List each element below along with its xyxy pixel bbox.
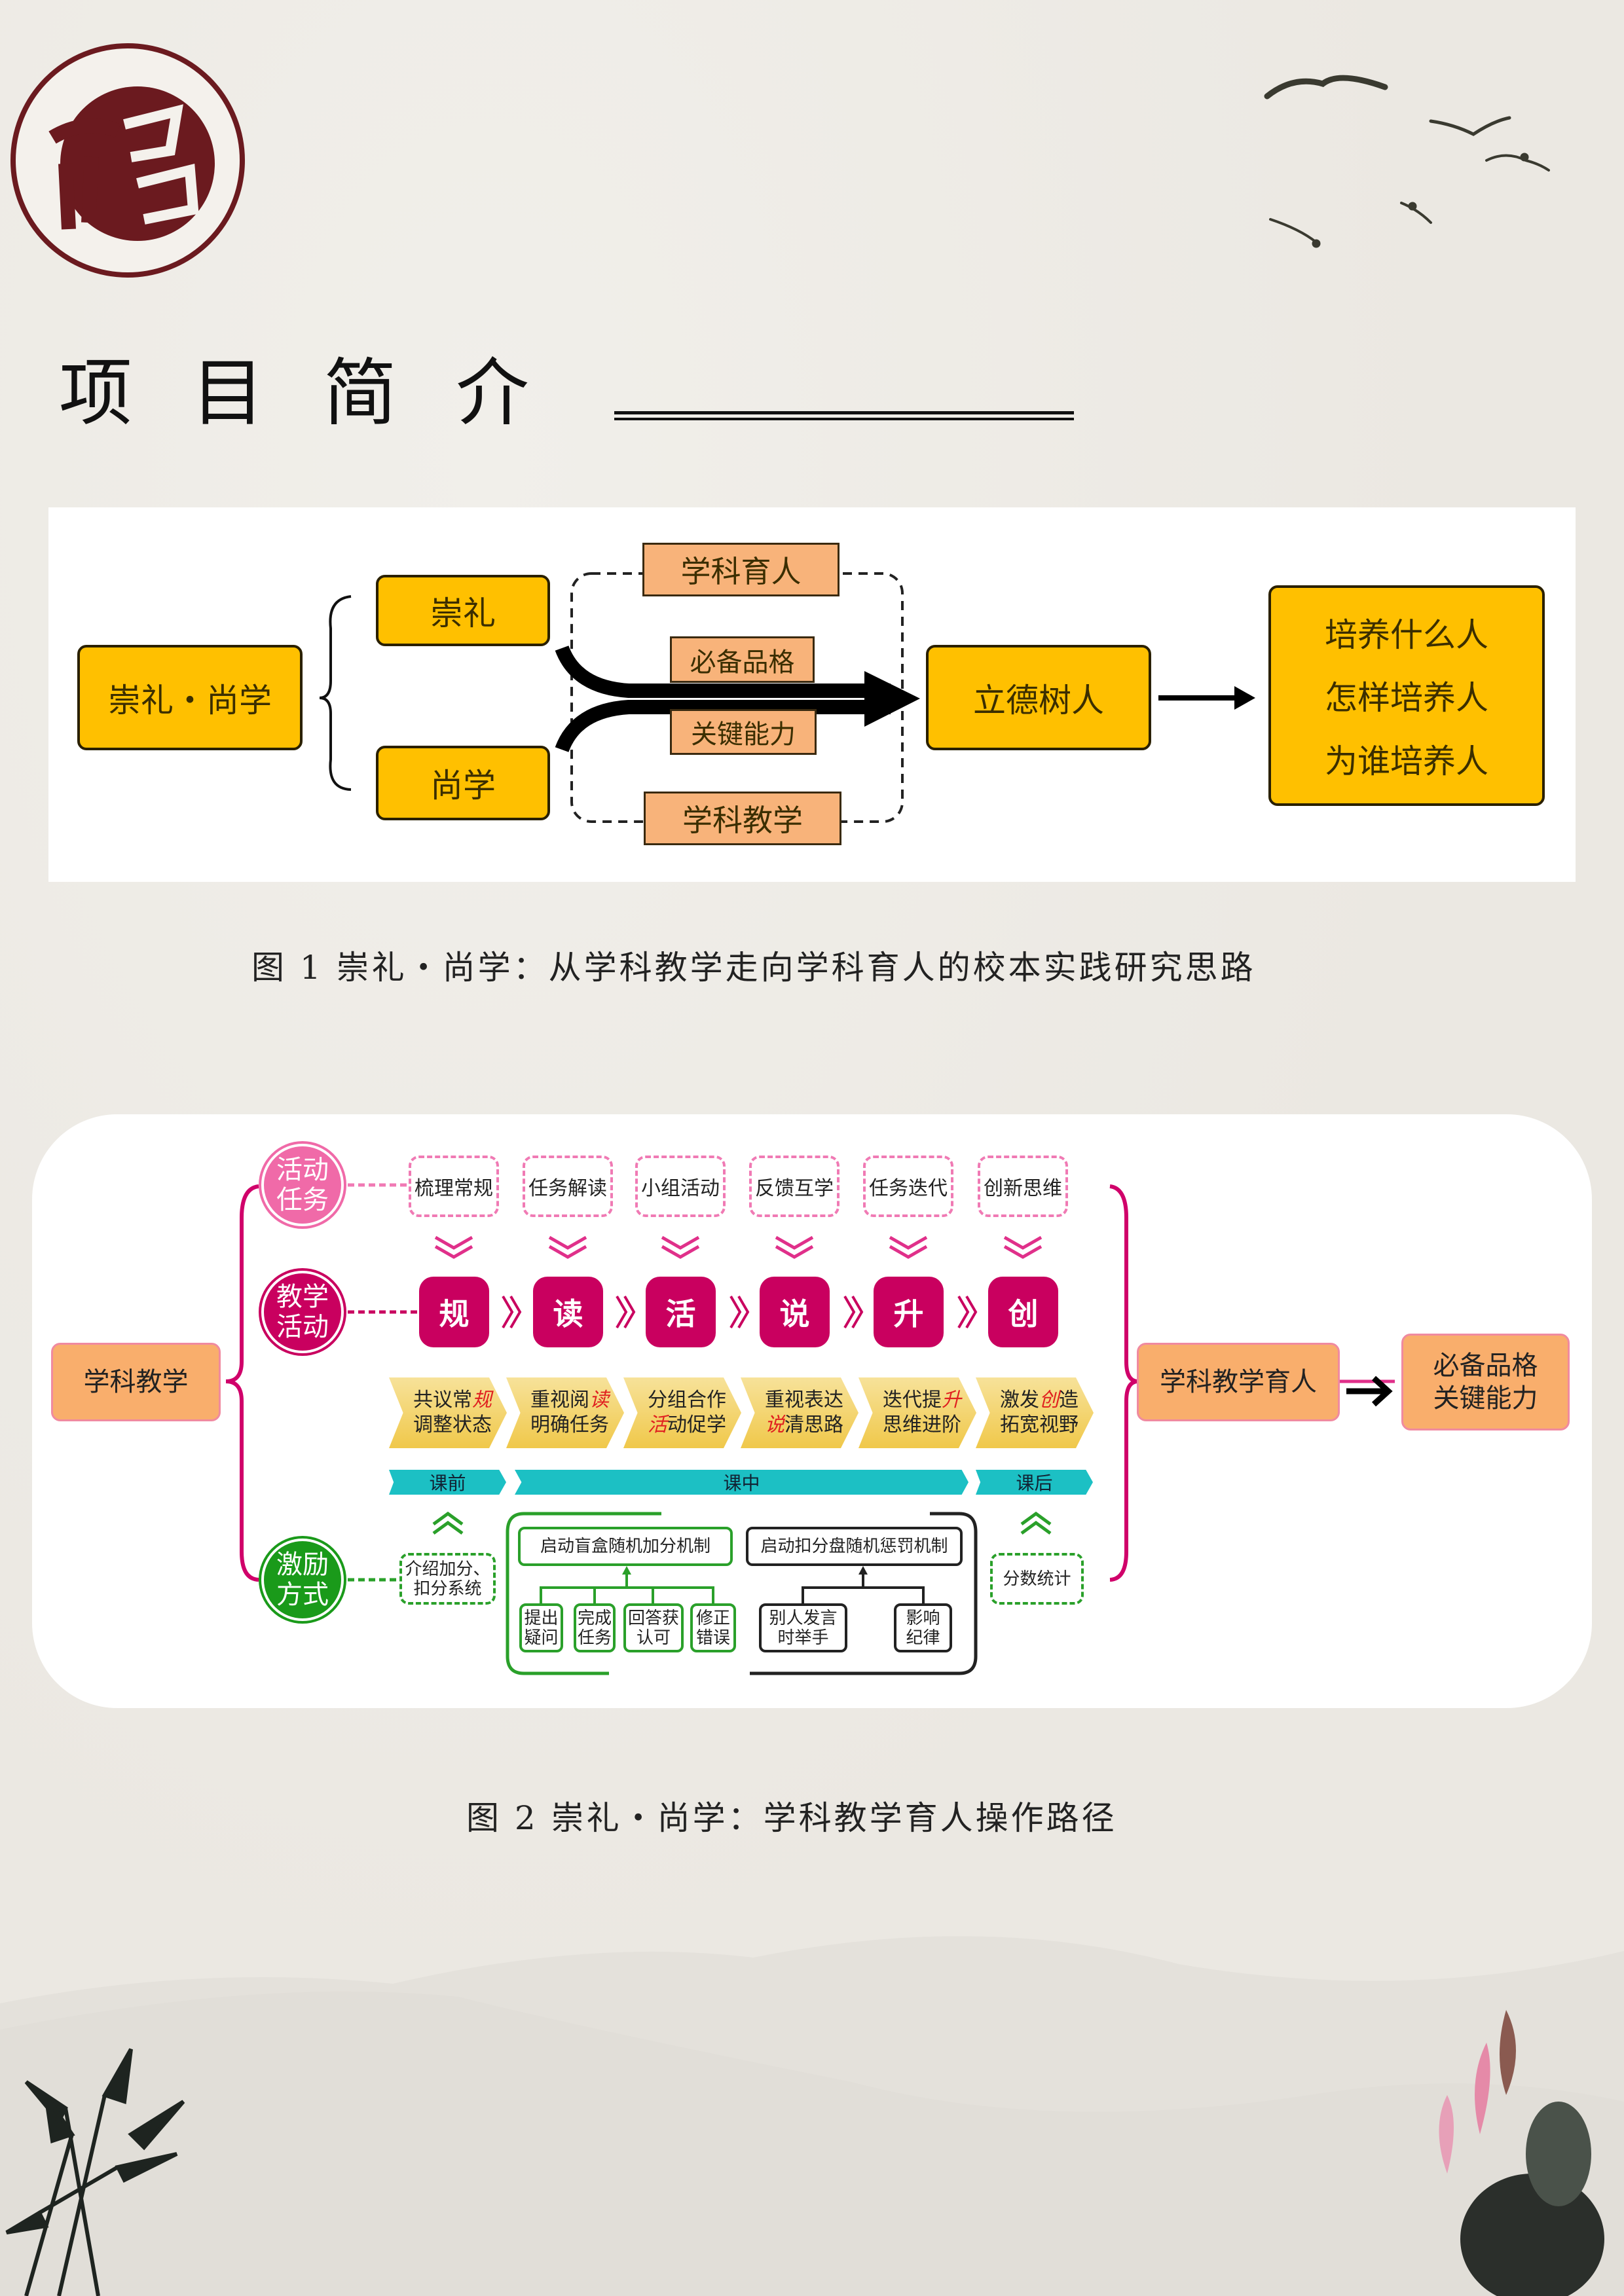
reward-mechanism-box: 启动盲盒随机加分机制	[518, 1527, 733, 1566]
figure2-caption: 图 2 崇礼・尚学：学科教学育人操作路径	[466, 1799, 1117, 1837]
goal-arrow: 分组合作 活动促学	[623, 1377, 741, 1448]
step-box: 升	[874, 1277, 944, 1347]
step-box: 创	[988, 1277, 1058, 1347]
question-what: 培养什么人	[1325, 616, 1488, 655]
school-logo	[7, 39, 249, 282]
lotus-illustration	[1439, 2010, 1604, 2296]
penalty-item: 别人发言时举手	[759, 1603, 847, 1652]
fig1-arrow-label-character: 必备品格	[670, 636, 815, 683]
fig1-top-label: 学科育人	[642, 543, 840, 596]
circle-teaching-activity: 教学活动	[261, 1271, 344, 1353]
result-box: 必备品格 关键能力	[1401, 1334, 1570, 1430]
task-box: 任务解读	[523, 1156, 613, 1217]
task-box: 反馈互学	[749, 1156, 840, 1217]
fig1-branch-shangxue: 尚学	[376, 746, 550, 820]
reward-item: 提出疑问	[519, 1603, 563, 1652]
goal-arrow: 共议常规 调整状态	[389, 1377, 507, 1448]
result-line: 必备品格	[1433, 1351, 1538, 1381]
step-box: 读	[533, 1277, 603, 1347]
step-box: 规	[419, 1277, 489, 1347]
bamboo-illustration	[5, 2048, 185, 2296]
goal-arrow: 激发创造 拓宽视野	[976, 1377, 1094, 1448]
title-underline	[614, 411, 1074, 420]
task-box: 任务迭代	[863, 1156, 953, 1217]
task-box: 小组活动	[635, 1156, 726, 1217]
fig1-arrow-label-ability: 关键能力	[670, 709, 817, 755]
question-how: 怎样培养人	[1325, 679, 1488, 718]
task-box: 创新思维	[978, 1156, 1068, 1217]
fig1-bottom-label: 学科教学	[644, 792, 841, 845]
penalty-mechanism-box: 启动扣分盘随机惩罚机制	[746, 1527, 963, 1566]
logo-seal-icon	[10, 43, 245, 278]
question-for-whom: 为谁培养人	[1325, 742, 1488, 780]
circle-incentive: 激励方式	[261, 1539, 344, 1621]
penalty-item: 影响纪律	[894, 1603, 952, 1652]
phase-in-class: 课中	[515, 1470, 969, 1495]
score-stats-box: 分数统计	[990, 1553, 1084, 1605]
result-line: 关键能力	[1433, 1383, 1538, 1413]
phase-before-class: 课前	[389, 1470, 506, 1495]
fig1-target-box: 立德树人	[926, 645, 1151, 750]
birds-illustration	[1264, 75, 1550, 248]
fig1-questions-box: 培养什么人 怎样培养人 为谁培养人	[1268, 585, 1545, 806]
step-box: 活	[646, 1277, 716, 1347]
outcome-box: 学科教学育人	[1137, 1343, 1340, 1421]
figure1-caption: 图 1 崇礼・尚学：从学科教学走向学科育人的校本实践研究思路	[251, 949, 1256, 987]
circle-activity-task: 活动任务	[261, 1144, 344, 1226]
phase-after-class: 课后	[976, 1470, 1093, 1495]
goal-arrow: 重视阅读 明确任务	[506, 1377, 624, 1448]
fig1-root-box: 崇礼・尚学	[77, 645, 303, 750]
task-box: 梳理常规	[409, 1156, 499, 1217]
goal-arrow: 迭代提升 思维进阶	[858, 1377, 976, 1448]
reward-item: 完成任务	[574, 1603, 616, 1652]
goal-arrow: 重视表达 说清思路	[741, 1377, 858, 1448]
reward-item: 回答获认可	[623, 1603, 684, 1652]
reward-item: 修正错误	[690, 1603, 736, 1652]
fig2-root-box: 学科教学	[51, 1343, 221, 1421]
page-title: 项目简介	[59, 351, 588, 436]
mountains-illustration	[0, 1936, 1624, 2296]
intro-system-box: 介绍加分、扣分系统	[399, 1553, 496, 1605]
step-box: 说	[760, 1277, 830, 1347]
fig1-branch-chongli: 崇礼	[376, 575, 550, 646]
